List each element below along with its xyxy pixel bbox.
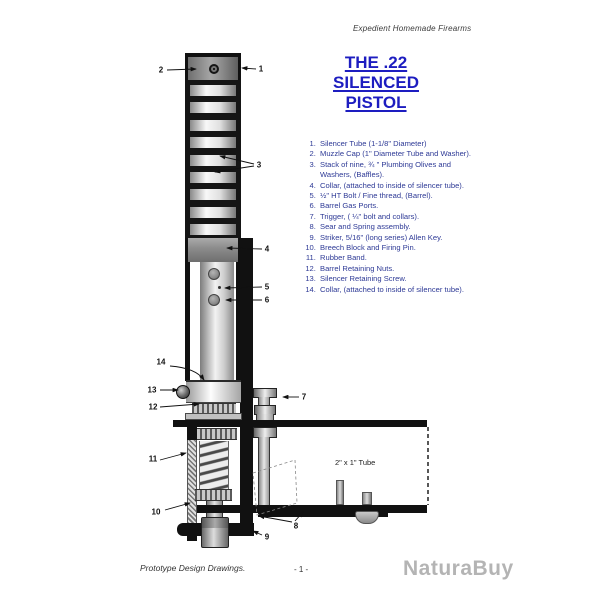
callout-label: 10 (151, 507, 161, 517)
parts-list-item: Silencer Retaining Screw. (318, 274, 471, 284)
callout-label: 1 (258, 64, 264, 74)
callout-label: 11 (148, 454, 158, 464)
trigger-collar (256, 414, 274, 420)
gas-port (208, 294, 220, 306)
washer-plate (185, 413, 242, 420)
parts-list-item: Rubber Band. (318, 253, 471, 263)
callout-label: 7 (301, 392, 307, 402)
baffle (190, 85, 236, 96)
gas-port (208, 268, 220, 280)
baffle (190, 206, 236, 218)
barrel-point (218, 286, 221, 289)
callout-label: 13 (147, 385, 157, 395)
parts-list-item: Silencer Tube (1-1/8" Diameter) (318, 139, 471, 149)
baffle (190, 102, 236, 114)
parts-list-item: Muzzle Cap (1" Diameter Tube and Washer)… (318, 149, 471, 159)
frame-bottom-bar (197, 505, 427, 513)
rubber-band-anchor-top (187, 424, 197, 440)
upper-collar (185, 238, 241, 262)
page-title: THE .22 SILENCED PISTOL (301, 53, 451, 113)
frame-bolt-head (355, 511, 379, 524)
striker-spring (199, 441, 229, 490)
baffle (190, 171, 236, 183)
silencer-tube-wall (236, 262, 241, 381)
baffle (190, 119, 236, 131)
parts-list-item: Trigger, ( ¼" bolt and collars). (318, 212, 471, 222)
sear-bar (258, 513, 388, 517)
silencer-tube-wall (185, 262, 190, 381)
callout-label: 8 (293, 521, 299, 531)
trigger-rod (258, 437, 270, 507)
rubber-band-anchor-bottom (187, 524, 197, 541)
parts-list-item: Barrel Gas Ports. (318, 201, 471, 211)
baffle (190, 154, 236, 166)
callout-label: 5 (264, 282, 270, 292)
frame-screw (362, 492, 372, 505)
callout-label: 14 (156, 357, 166, 367)
callout-label: 12 (148, 402, 158, 412)
baffle-stack (185, 80, 241, 238)
muzzle-hole (209, 64, 219, 74)
baffle (190, 137, 236, 149)
lower-collar (186, 380, 241, 403)
parts-list-item: ½" HT Bolt / Fine thread, (Barrel). (318, 191, 471, 201)
trigger-shaft (258, 397, 270, 406)
breech-block-top (202, 518, 228, 528)
barrel-bolt (200, 262, 234, 381)
frame-screw (336, 480, 344, 505)
callout-label: 2 (158, 65, 164, 75)
page-header: Expedient Homemade Firearms (353, 24, 472, 33)
watermark: NaturaBuy (403, 557, 514, 580)
parts-list-item: Barrel Retaining Nuts. (318, 264, 471, 274)
baffle (190, 224, 236, 236)
page-title-line: THE .22 (344, 53, 408, 72)
parts-list-item: Stack of nine, ¾ " Plumbing Olives and W… (318, 160, 471, 181)
footer-note: Prototype Design Drawings. (140, 563, 246, 573)
retaining-nut-lower (195, 428, 237, 440)
parts-list-item: Breech Block and Firing Pin. (318, 243, 471, 253)
breech-block (201, 517, 229, 548)
parts-list-item: Collar, (attached to inside of silencer … (318, 285, 471, 295)
frame-upright (240, 238, 253, 533)
frame-top-bar (173, 420, 427, 427)
baffle (190, 189, 236, 201)
parts-list: Silencer Tube (1-1/8" Diameter) Muzzle C… (303, 139, 471, 295)
page-number: - 1 - (294, 565, 309, 574)
parts-list-item: Striker, 5/16" (long series) Allen Key. (318, 233, 471, 243)
tube-annotation: 2" x 1" Tube (335, 458, 376, 467)
silencer-retaining-screw (176, 385, 190, 399)
page-title-line: PISTOL (345, 93, 407, 112)
callout-label: 9 (264, 532, 270, 542)
callout-label: 6 (264, 295, 270, 305)
callout-label: 4 (264, 244, 270, 254)
rubber-band (187, 440, 197, 524)
parts-list-item: Collar, (attached to inside of silencer … (318, 181, 471, 191)
page-title-line: SILENCED (333, 73, 419, 92)
callout-label: 3 (256, 160, 262, 170)
parts-list-item: Sear and Spring assembly. (318, 222, 471, 232)
